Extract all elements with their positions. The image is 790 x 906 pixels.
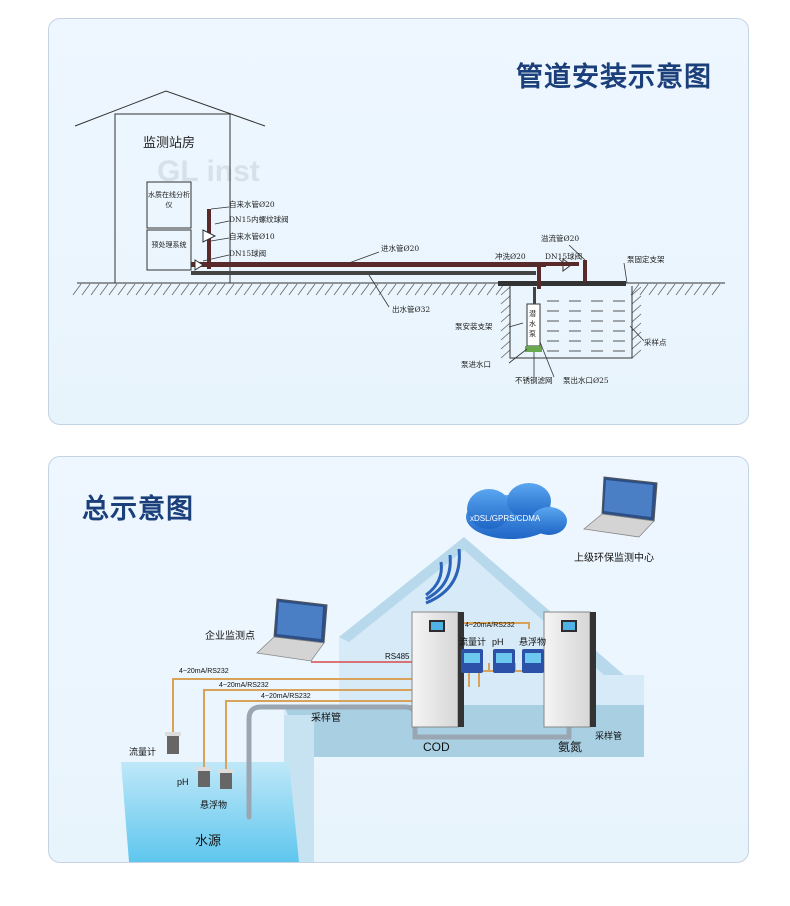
field-label-flow: 流量计	[129, 746, 156, 757]
steel-mesh-icon	[525, 346, 542, 352]
field-label-ph: pH	[177, 777, 189, 787]
leader-lines	[202, 206, 645, 378]
cod-cabinet-icon	[411, 611, 464, 728]
flow-transmitter-icon	[461, 649, 483, 673]
pump-label-2: 水	[529, 319, 536, 328]
enterprise-label: 企业监测点	[205, 629, 255, 642]
pipeline-installation-title: 管道安装示意图	[516, 62, 712, 93]
flow-meter-icon	[165, 732, 181, 754]
right-inlet-pipe	[539, 262, 579, 266]
steel-mesh-label: 不锈钢滤网	[515, 375, 553, 385]
pipeline-diagram: GL inst 监测站房 水质在线分析仪 预处理系统	[72, 90, 725, 385]
signal-label-1: 4~20mA/RS232	[179, 668, 229, 675]
pump-label-1: 潜	[529, 309, 536, 318]
sensor-label-ph: pH	[492, 637, 504, 647]
backwash-riser	[537, 262, 541, 289]
left-valve-label: DN15球阀	[229, 248, 266, 258]
water-source	[121, 762, 299, 862]
pump-riser	[533, 287, 536, 304]
pump-outlet-label: 泵出水口Ø25	[563, 375, 609, 385]
backwash-label: 冲洗Ø20	[495, 251, 526, 261]
water-source-label: 水源	[195, 833, 221, 848]
ss-transmitter-icon	[522, 649, 544, 673]
overview-title: 总示意图	[82, 494, 194, 525]
pipeline-installation-card: 管道安装示意图 GL inst 监测站房 水质在线分析仪 预处理系统	[48, 18, 749, 425]
network-cloud-icon	[466, 483, 567, 539]
sampling-pipe-left-label: 采样管	[311, 711, 341, 724]
pump-inlet-label: 泵进水口	[461, 359, 491, 369]
sampling-well	[509, 286, 633, 359]
pump-mount-label: 泵安装支架	[455, 321, 493, 331]
overview-diagram: 水源 xDSL/GPRS/CDMA 上级环保监测中心 企业监测点	[121, 476, 658, 862]
pretreatment-label: 预处理系统	[151, 241, 187, 249]
analyzer-box	[146, 181, 192, 229]
pretreatment-box	[146, 229, 192, 271]
cod-label: COD	[423, 740, 450, 754]
watermark: GL inst	[157, 155, 260, 188]
overview-card: 总示意图 水源	[48, 456, 749, 863]
station-roof	[74, 90, 266, 127]
wireless-signal-icon	[425, 548, 461, 605]
overflow-label: 溢流管Ø20	[541, 233, 579, 243]
tap-water-20-label: 自来水管Ø20	[229, 199, 275, 209]
sensor-label-ss: 悬浮物	[519, 636, 546, 647]
threaded-ball-valve-icon	[202, 229, 217, 243]
well-water	[547, 300, 625, 352]
pump-bracket-beam	[498, 281, 626, 286]
left-ball-valve-icon	[194, 259, 204, 271]
outlet-pipe	[191, 271, 536, 275]
ss-sensor-icon	[218, 769, 234, 789]
ph-sensor-icon	[196, 767, 212, 787]
rs485-label: RS485	[385, 652, 410, 661]
ph-transmitter-icon	[493, 649, 515, 673]
sampling-pipe-right-label: 采样管	[595, 730, 622, 741]
inlet-pipe	[191, 262, 546, 267]
outlet-pipe-label: 出水管Ø32	[392, 304, 430, 314]
signal-label-2: 4~20mA/RS232	[219, 682, 269, 689]
upper-center-laptop-icon	[583, 476, 658, 538]
upper-center-label: 上级环保监测中心	[574, 551, 654, 564]
threaded-valve-label: DN15内螺纹球阀	[229, 214, 289, 224]
ground-hatch	[72, 283, 721, 359]
sensor-label-flow: 流量计	[459, 636, 486, 647]
ammonia-cabinet-icon	[543, 611, 596, 728]
enterprise-laptop-icon	[256, 598, 328, 662]
sampling-point-label: 采样点	[644, 337, 667, 347]
field-label-ss: 悬浮物	[200, 799, 227, 810]
tap-water-10-label: 自来水管Ø10	[229, 231, 275, 241]
signal-label-top: 4~20mA/RS232	[465, 622, 515, 629]
network-label: xDSL/GPRS/CDMA	[470, 514, 541, 523]
analyzer-label: 水质在线分析仪	[148, 191, 190, 209]
signal-label-3: 4~20mA/RS232	[261, 693, 311, 700]
ammonia-label: 氨氮	[558, 739, 582, 754]
station-label: 监测站房	[143, 135, 195, 151]
inlet-pipe-label: 进水管Ø20	[381, 243, 419, 253]
pump-label-3: 泵	[529, 330, 536, 338]
right-valve-label: DN15球阀	[545, 251, 582, 261]
overflow-pipe	[583, 260, 587, 282]
pump-bracket-label: 泵固定支架	[627, 254, 665, 264]
